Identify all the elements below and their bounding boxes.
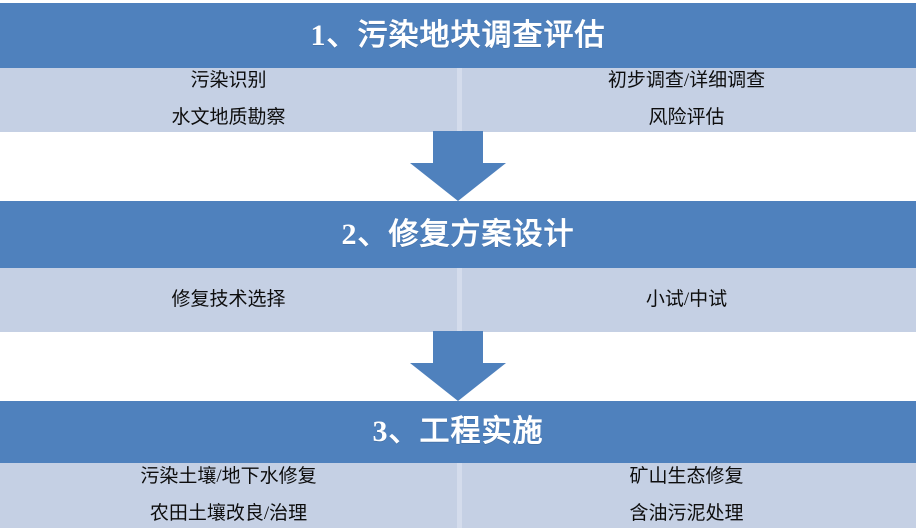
stage-1-right-item-2: 风险评估 [648, 107, 725, 128]
stage-1-right-item-1: 初步调查/详细调查 [607, 70, 766, 92]
stage-3-body: 污染土壤/地下水修复 农田土壤改良/治理 矿山生态修复 含油污泥处理 [0, 463, 916, 528]
stage-2-right-column: 小试/中试 [457, 268, 916, 332]
process-stage-3: 3、工程实施 污染土壤/地下水修复 农田土壤改良/治理 矿山生态修复 含油污泥处… [0, 401, 916, 528]
stage-2-title: 2、修复方案设计 [341, 217, 575, 251]
stage-3-left-item-2: 农田土壤改良/治理 [149, 502, 308, 524]
down-arrow-icon-2 [410, 331, 506, 401]
stage-3-left-column: 污染土壤/地下水修复 农田土壤改良/治理 [0, 463, 457, 528]
stage-1-header: 1、污染地块调查评估 [0, 3, 916, 68]
process-stage-1: 1、污染地块调查评估 污染识别 水文地质勘察 初步调查/详细调查 风险评估 [0, 3, 916, 132]
stage-2-left-column: 修复技术选择 [0, 268, 457, 332]
stage-1-left-item-2: 水文地质勘察 [171, 107, 286, 128]
stage-1-right-column: 初步调查/详细调查 风险评估 [457, 68, 916, 132]
stage-3-left-item-1: 污染土壤/地下水修复 [140, 465, 317, 487]
process-stage-2: 2、修复方案设计 修复技术选择 小试/中试 [0, 201, 916, 332]
stage-2-header: 2、修复方案设计 [0, 201, 916, 268]
stage-2-body: 修复技术选择 小试/中试 [0, 268, 916, 332]
stage-2-right-item-1: 小试/中试 [645, 288, 728, 310]
stage-1-body: 污染识别 水文地质勘察 初步调查/详细调查 风险评估 [0, 68, 916, 132]
stage-1-left-column: 污染识别 水文地质勘察 [0, 68, 457, 132]
down-arrow-icon-1 [410, 131, 506, 201]
stage-3-title: 3、工程实施 [372, 415, 544, 448]
stage-2-left-item-1: 修复技术选择 [171, 288, 286, 310]
stage-1-title: 1、污染地块调查评估 [310, 18, 606, 52]
stage-3-right-column: 矿山生态修复 含油污泥处理 [457, 463, 916, 528]
stage-1-left-item-1: 污染识别 [190, 70, 267, 92]
stage-3-right-item-2: 含油污泥处理 [629, 502, 744, 524]
stage-3-header: 3、工程实施 [0, 401, 916, 463]
stage-3-right-item-1: 矿山生态修复 [629, 465, 744, 487]
